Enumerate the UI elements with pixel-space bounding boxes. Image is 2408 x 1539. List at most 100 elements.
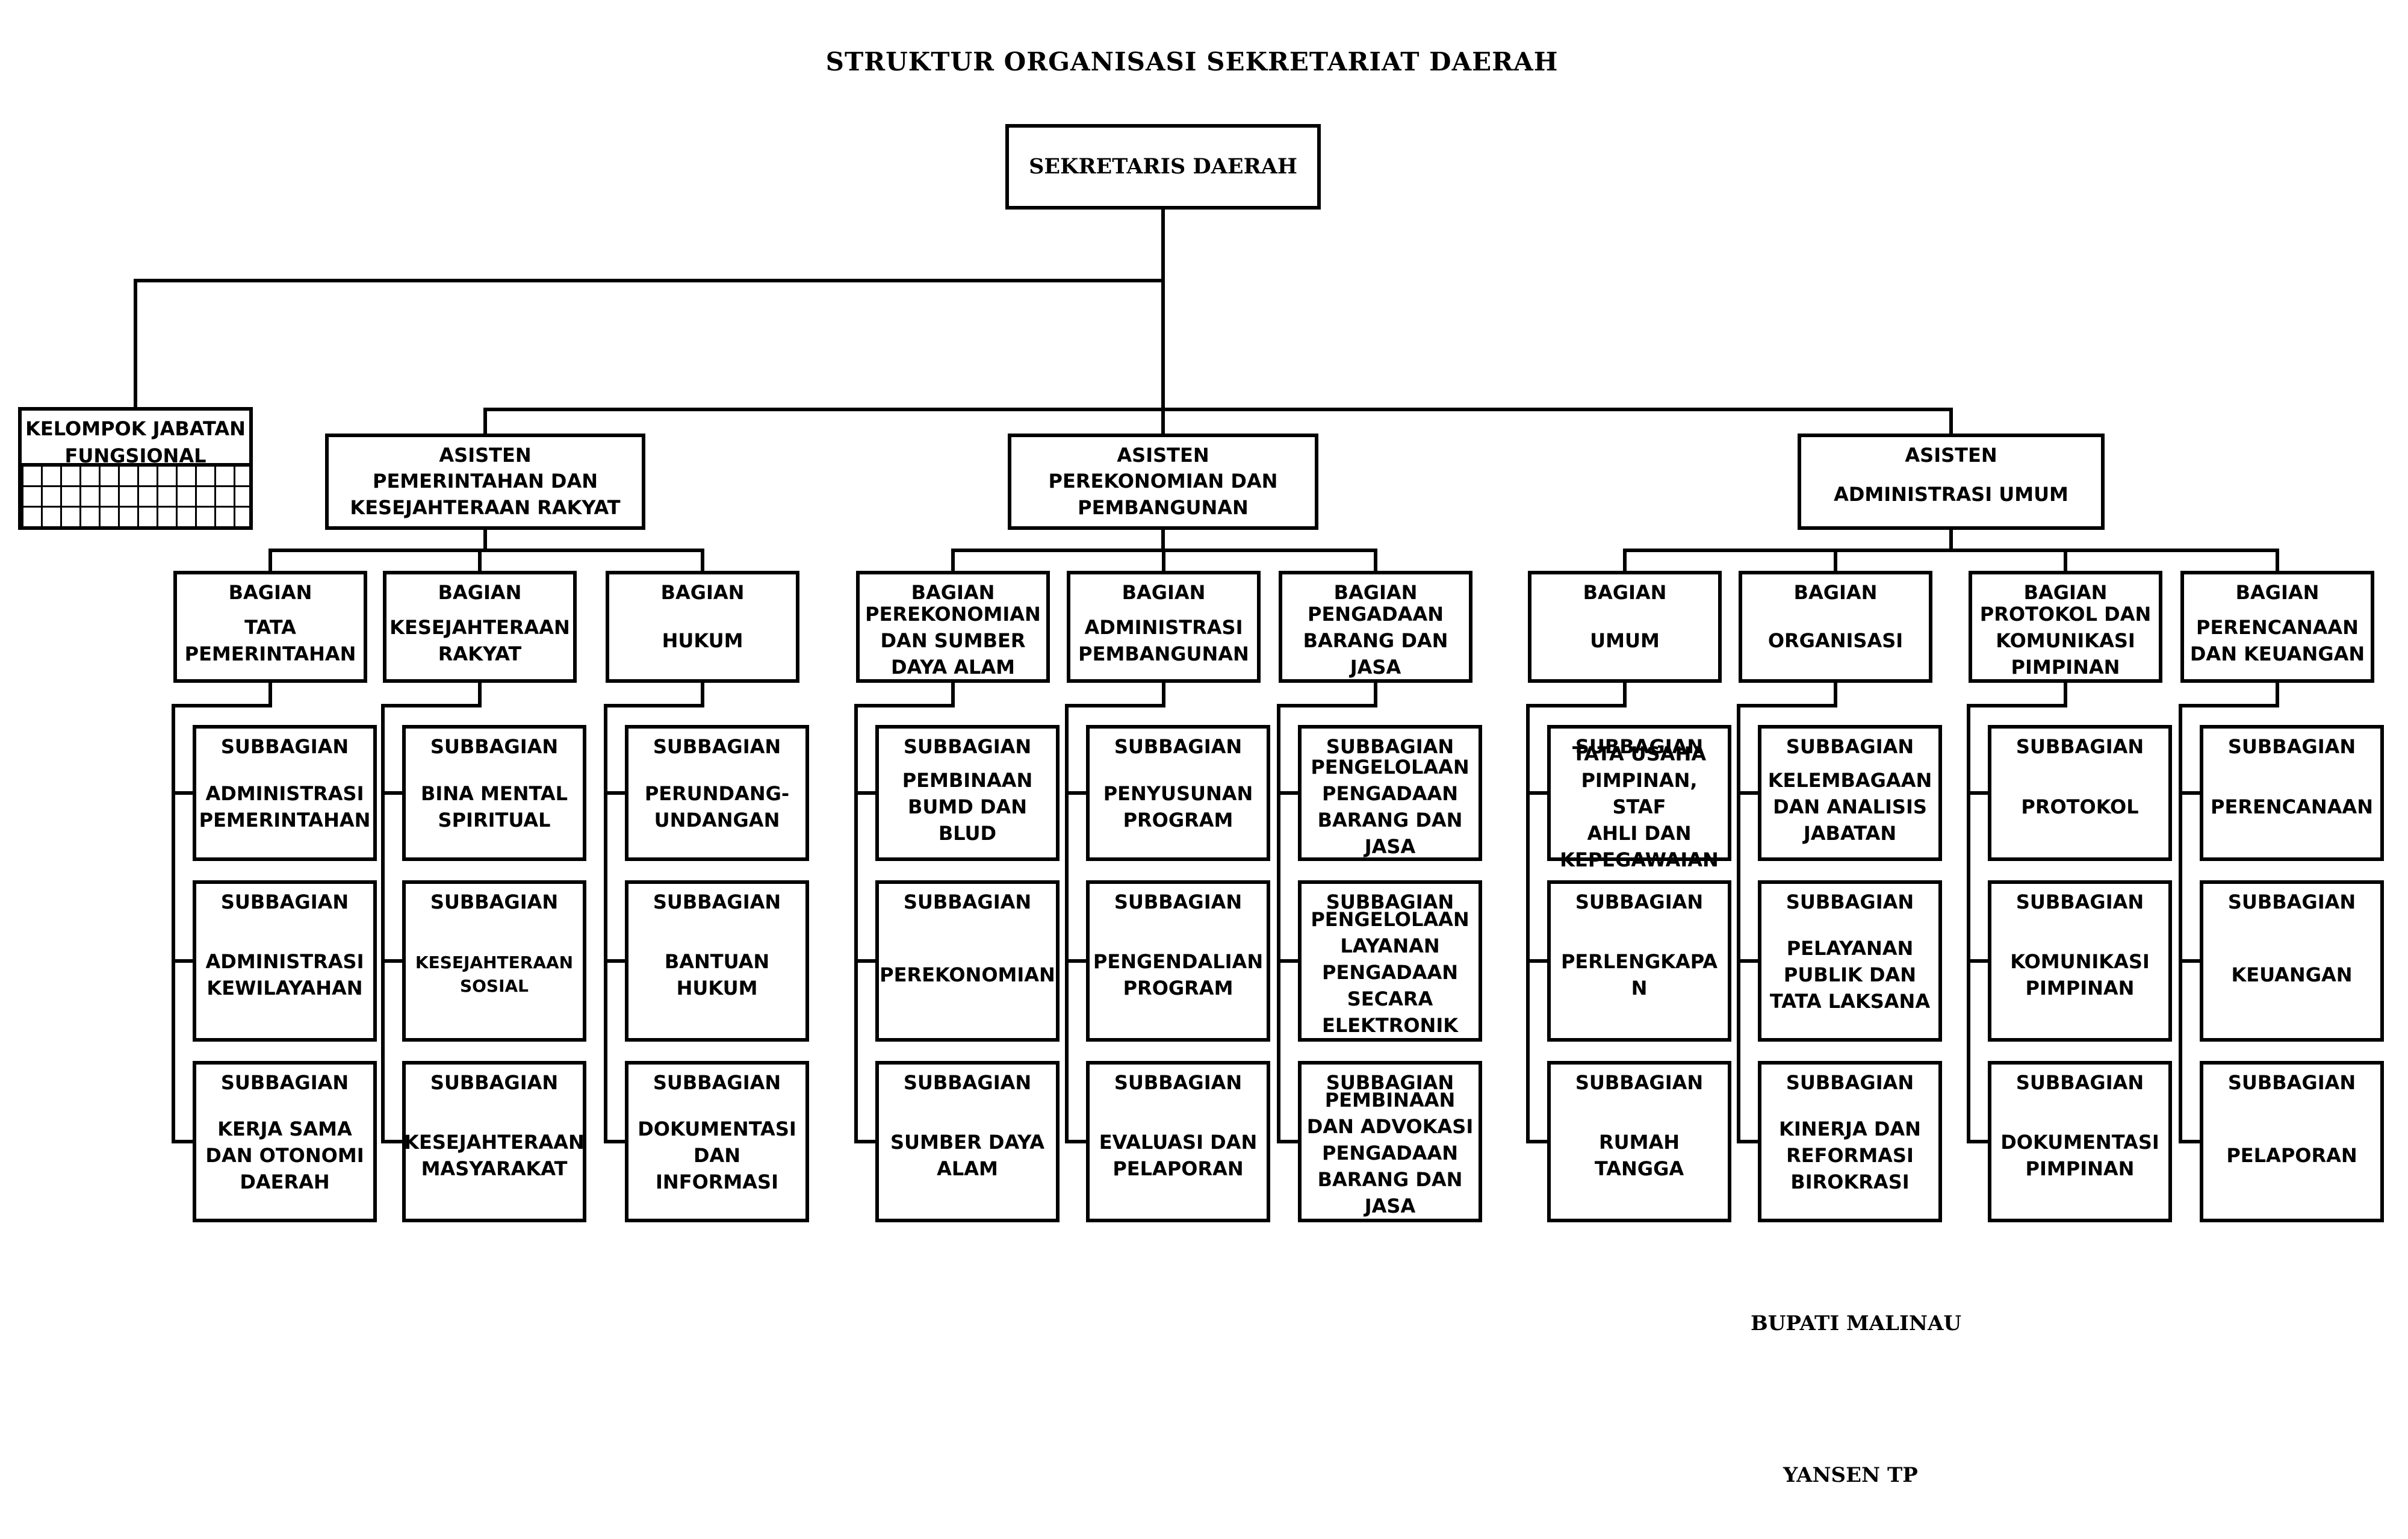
bagian-heading: BAGIAN (228, 581, 312, 604)
subbagian-name: EVALUASI DAN PELAPORAN (1099, 1130, 1258, 1180)
bagian-box: BAGIAN PERENCANAAN DAN KEUANGAN (2180, 571, 2374, 683)
bagian-name: UMUM (1590, 629, 1660, 652)
subbagian-name: SUMBER DAYA ALAM (890, 1130, 1045, 1180)
bagian-heading: BAGIAN (2235, 581, 2320, 604)
subbagian-heading: SUBBAGIAN (653, 1071, 781, 1094)
bagian-heading: BAGIAN (2023, 581, 2108, 604)
subbagian-box: SUBBAGIAN PELAPORAN (2200, 1061, 2384, 1222)
subbagian-heading: SUBBAGIAN (1114, 1071, 1243, 1094)
subbagian-box: SUBBAGIAN PEREKONOMIAN (875, 880, 1060, 1042)
subbagian-name: PERENCANAAN (2211, 795, 2373, 818)
subbagian-heading: SUBBAGIAN (1575, 735, 1704, 758)
asisten-heading: ASISTEN (1117, 444, 1209, 467)
subbagian-heading: SUBBAGIAN (2015, 1071, 2144, 1094)
chart-title: STRUKTUR ORGANISASI SEKRETARIAT DAERAH (825, 47, 1559, 76)
subbagian-heading: SUBBAGIAN (2227, 735, 2356, 758)
subbagian-name: PELAPORAN (2226, 1143, 2357, 1167)
kelompok-jabatan-fungsional-box: KELOMPOK JABATAN FUNGSIONAL (18, 407, 253, 530)
bagian-name: PENGADAAN BARANG DAN JASA (1303, 602, 1448, 679)
subbagian-heading: SUBBAGIAN (903, 735, 1032, 758)
subbagian-heading: SUBBAGIAN (1786, 735, 1914, 758)
subbagian-name: KEUANGAN (2231, 963, 2353, 986)
fungsional-grid (22, 463, 249, 526)
subbagian-box: SUBBAGIAN PELAYANAN PUBLIK DAN TATA LAKSA… (1758, 880, 1942, 1042)
subbagian-name: TATA USAHA PIMPINAN, STAF AHLI DAN KEPEG… (1560, 742, 1719, 872)
subbagian-name: DOKUMENTASI PIMPINAN (2000, 1130, 2159, 1180)
asisten-name: PEMERINTAHAN DAN KESEJAHTERAAN RAKYAT (350, 469, 621, 519)
subbagian-heading: SUBBAGIAN (2227, 1071, 2356, 1094)
bagian-heading: BAGIAN (660, 581, 745, 604)
subbagian-name: PROTOKOL (2021, 795, 2139, 818)
subbagian-name: PEREKONOMIAN (880, 963, 1055, 986)
subbagian-name: PELAYANAN PUBLIK DAN TATA LAKSANA (1769, 936, 1931, 1013)
subbagian-name: PERLENGKAPA N (1560, 950, 1718, 1000)
subbagian-name: BANTUAN HUKUM (664, 950, 770, 1000)
bagian-heading: BAGIAN (1122, 581, 1206, 604)
subbagian-heading: SUBBAGIAN (430, 891, 559, 913)
subbagian-box: SUBBAGIAN ADMINISTRASI KEWILAYAHAN (193, 880, 377, 1042)
subbagian-name: RUMAH TANGGA (1594, 1130, 1684, 1180)
subbagian-name: BINA MENTAL SPIRITUAL (421, 782, 568, 832)
subbagian-box: SUBBAGIAN PERLENGKAPA N (1547, 880, 1731, 1042)
subbagian-heading: SUBBAGIAN (1326, 1071, 1454, 1094)
bagian-name: PERENCANAAN DAN KEUANGAN (2189, 615, 2365, 665)
subbagian-name: KESEJAHTERAAN SOSIAL (415, 953, 574, 996)
bagian-heading: BAGIAN (1583, 581, 1667, 604)
sekretaris-daerah-box: SEKRETARIS DAERAH (1005, 124, 1321, 210)
subbagian-box: SUBBAGIAN DOKUMENTASI PIMPINAN (1988, 1061, 2172, 1222)
subbagian-heading: SUBBAGIAN (220, 1071, 349, 1094)
subbagian-box: SUBBAGIAN BANTUAN HUKUM (625, 880, 809, 1042)
subbagian-name: PENYUSUNAN PROGRAM (1103, 782, 1253, 832)
subbagian-heading: SUBBAGIAN (220, 735, 349, 758)
subbagian-heading: SUBBAGIAN (903, 891, 1032, 913)
bagian-heading: BAGIAN (1793, 581, 1878, 604)
sekretaris-daerah-label: SEKRETARIS DAERAH (1029, 154, 1297, 179)
subbagian-name: ADMINISTRASI KEWILAYAHAN (205, 950, 364, 1000)
subbagian-box: SUBBAGIAN RUMAH TANGGA (1547, 1061, 1731, 1222)
subbagian-box: SUBBAGIAN KELEMBAGAAN DAN ANALISIS JABATA… (1758, 725, 1942, 861)
bagian-name: HUKUM (662, 629, 743, 652)
asisten-name: ADMINISTRASI UMUM (1834, 482, 2068, 506)
subbagian-heading: SUBBAGIAN (430, 1071, 559, 1094)
subbagian-name: PENGELOLAAN LAYANAN PENGADAAN SECARA ELE… (1311, 907, 1469, 1037)
subbagian-heading: SUBBAGIAN (1575, 891, 1704, 913)
subbagian-box: SUBBAGIAN EVALUASI DAN PELAPORAN (1086, 1061, 1270, 1222)
subbagian-heading: SUBBAGIAN (430, 735, 559, 758)
subbagian-heading: SUBBAGIAN (1575, 1071, 1704, 1094)
asisten-name: PEREKONOMIAN DAN PEMBANGUNAN (1048, 469, 1278, 519)
subbagian-heading: SUBBAGIAN (2015, 891, 2144, 913)
subbagian-heading: SUBBAGIAN (653, 891, 781, 913)
bagian-heading: BAGIAN (1333, 581, 1418, 604)
subbagian-name: ADMINISTRASI PEMERINTAHAN (199, 782, 371, 832)
subbagian-name: KELEMBAGAAN DAN ANALISIS JABATAN (1767, 768, 1932, 845)
subbagian-name: PENGELOLAAN PENGADAAN BARANG DAN JASA (1311, 755, 1469, 859)
subbagian-heading: SUBBAGIAN (1786, 891, 1914, 913)
subbagian-box: SUBBAGIAN ADMINISTRASI PEMERINTAHAN (193, 725, 377, 861)
subbagian-heading: SUBBAGIAN (1786, 1071, 1914, 1094)
subbagian-heading: SUBBAGIAN (220, 891, 349, 913)
